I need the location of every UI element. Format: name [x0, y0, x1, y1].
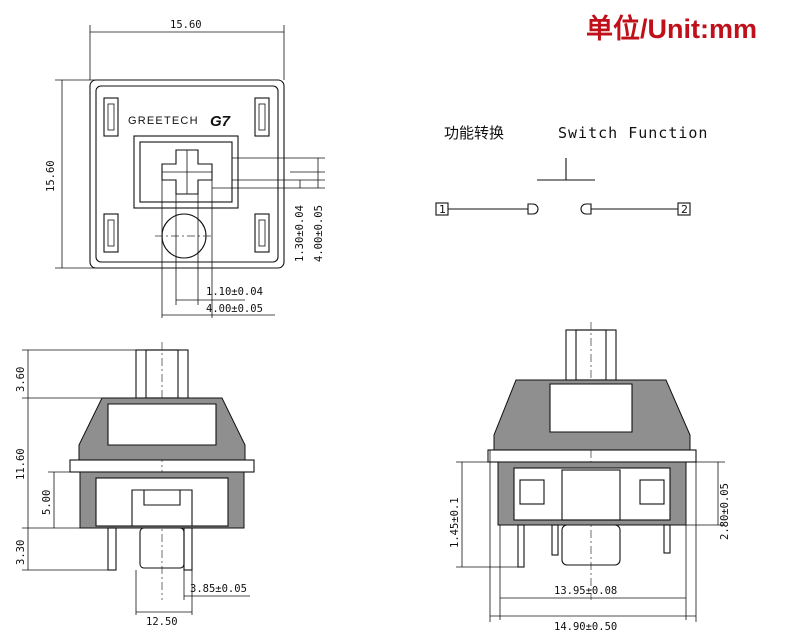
pin2-label: 2	[681, 203, 688, 216]
front-pin-height: 3.30	[15, 540, 27, 565]
top-dim-d: 4.00±0.05	[206, 303, 263, 315]
side-outer-width: 14.90±0.50	[554, 621, 617, 633]
front-pin-offset: 3.85±0.05	[190, 583, 247, 595]
front-lower-height: 5.00	[41, 490, 53, 515]
top-dim-a: 1.30±0.04	[294, 205, 306, 262]
side-lower-height: 2.80±0.05	[719, 483, 731, 540]
switch-function: 功能转换 Switch Function 1 2	[435, 124, 708, 216]
front-stem-height: 3.60	[15, 367, 27, 392]
brand-logo-icon: G7	[210, 113, 231, 130]
front-width: 12.50	[146, 616, 178, 628]
switch-function-title-cn: 功能转换	[444, 124, 504, 142]
front-housing-height: 11.60	[15, 448, 27, 480]
top-width-dim: 15.60	[170, 19, 202, 31]
unit-label: 单位/Unit:mm	[586, 13, 757, 44]
top-height-dim: 15.60	[45, 160, 57, 192]
side-pin-length: 1.45±0.1	[449, 497, 461, 548]
side-inner-width: 13.95±0.08	[554, 585, 617, 597]
front-view: 3.60 11.60 5.00 3.30 3.85±0.05 12.50	[15, 342, 255, 628]
brand-text: GREETECH	[128, 115, 199, 127]
switch-function-title-en: Switch Function	[558, 124, 708, 142]
side-view: 1.45±0.1 2.80±0.05 13.95±0.08 14.90±0.50	[449, 322, 731, 633]
top-dim-c: 1.10±0.04	[206, 286, 263, 298]
pin1-label: 1	[439, 203, 446, 216]
top-view: 15.60 15.60 GREETECH G7	[45, 19, 325, 318]
top-dim-b: 4.00±0.05	[313, 205, 325, 262]
